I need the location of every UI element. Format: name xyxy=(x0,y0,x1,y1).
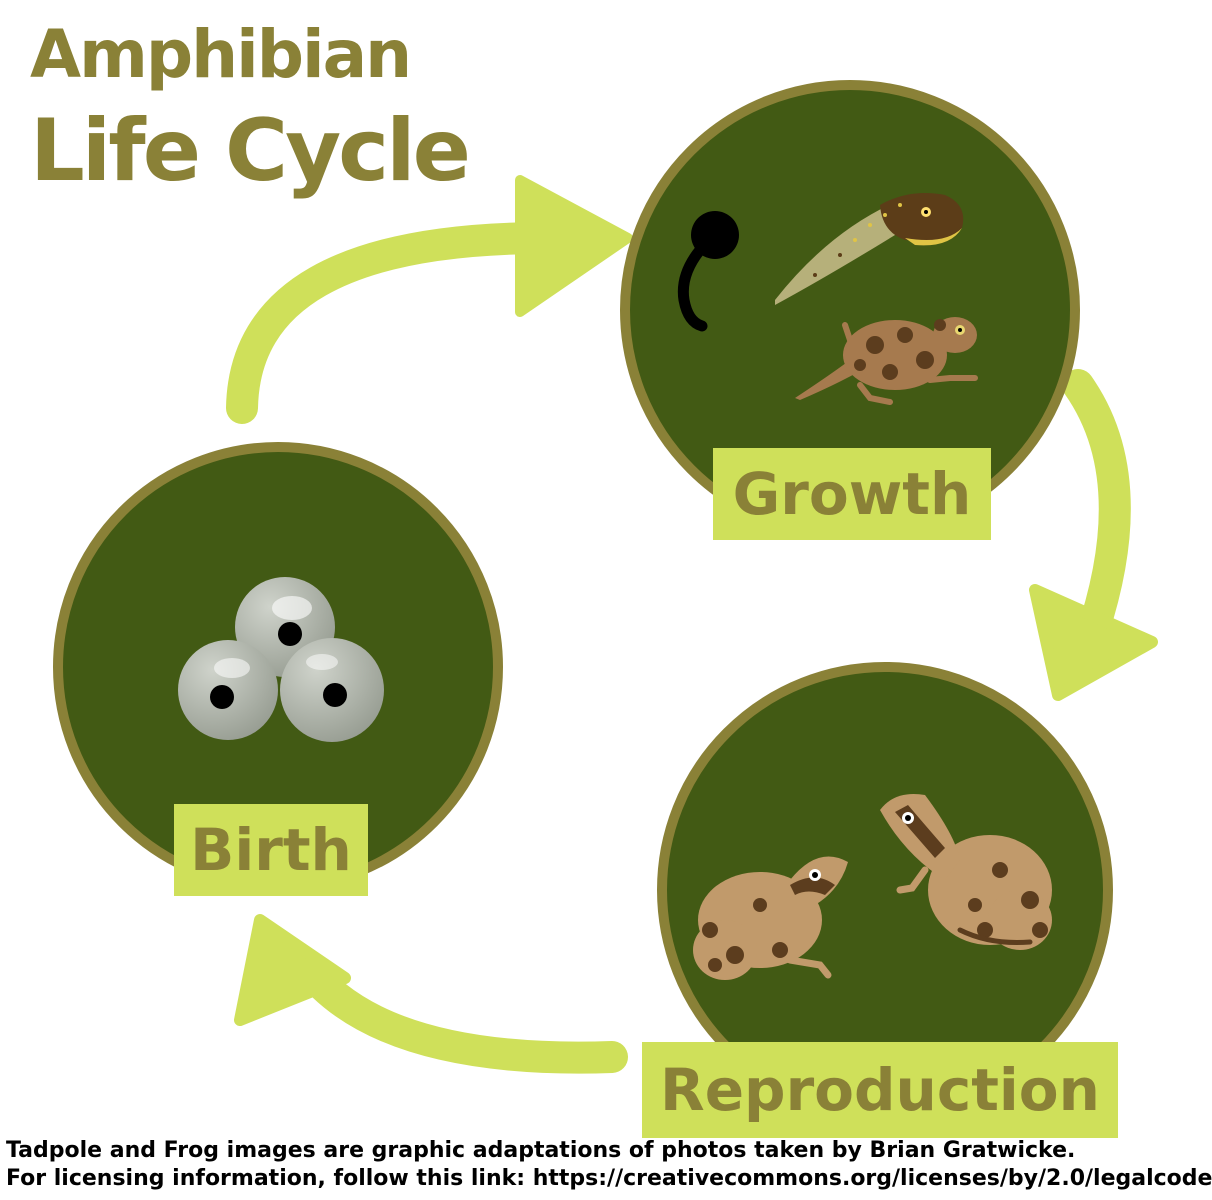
growth-label: Growth xyxy=(713,448,991,540)
eggs-icon xyxy=(178,577,384,742)
title-line-2: Life Cycle xyxy=(30,101,471,201)
froglet-icon xyxy=(795,317,978,405)
title-line-1: Amphibian xyxy=(30,16,412,93)
frog-icon xyxy=(880,794,1052,950)
arrow-birth-to-growth xyxy=(226,175,633,424)
arrow-reproduction-to-birth xyxy=(234,914,628,1074)
birth-label: Birth xyxy=(174,804,368,896)
embryo-icon xyxy=(677,211,739,332)
frog-icon xyxy=(693,856,848,980)
arrow-growth-to-reproduction xyxy=(1029,369,1158,701)
tadpole-icon xyxy=(775,192,964,305)
reproduction-label: Reproduction xyxy=(642,1042,1118,1138)
credit-line-1: Tadpole and Frog images are graphic adap… xyxy=(6,1138,1076,1163)
credit-line-2: For licensing information, follow this l… xyxy=(6,1166,1212,1191)
